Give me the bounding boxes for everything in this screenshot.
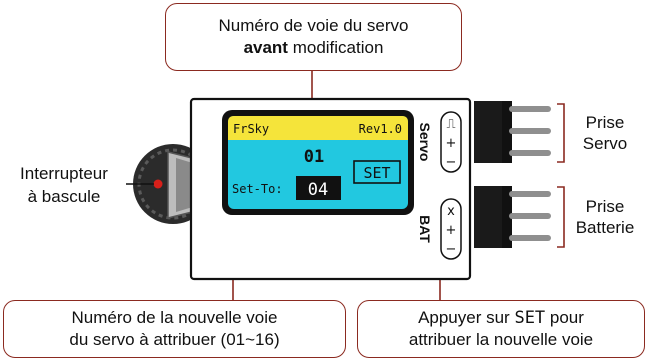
lcd-set-button-label[interactable]: SET bbox=[363, 164, 390, 182]
label-rocker-switch-line2: à bascule bbox=[27, 187, 101, 206]
lcd-brand: FrSky bbox=[233, 122, 269, 136]
set-button-frame[interactable] bbox=[353, 160, 401, 184]
callout-line2-rest: modification bbox=[287, 38, 384, 57]
servo-pin-legend bbox=[440, 111, 462, 173]
servo-signal-pin: ⎍ bbox=[446, 117, 455, 132]
lcd-header bbox=[228, 116, 408, 140]
callout-new-channel: Numéro de la nouvelle voie du servo à at… bbox=[3, 300, 346, 358]
callout-set-code: SET bbox=[514, 308, 546, 328]
callout-bold-word: avant bbox=[243, 38, 288, 57]
lcd-new-channel: 04 bbox=[308, 180, 328, 200]
side-label-bat: BAT bbox=[417, 215, 433, 243]
label-batt-line1: Prise bbox=[585, 197, 625, 216]
callout-current-channel-line2: avant modification bbox=[244, 37, 384, 59]
callout-set-line1: Appuyer sur SET pour bbox=[418, 308, 584, 328]
label-rocker-switch-line1: Interrupteur bbox=[20, 164, 108, 183]
servo-minus-pin: − bbox=[446, 155, 457, 170]
callout-new-channel-line2: du servo à attribuer (01~16) bbox=[69, 330, 280, 349]
bracket-servo bbox=[557, 103, 565, 163]
bat-minus-pin: − bbox=[446, 242, 457, 257]
callout-set-line2: attribuer la nouvelle voie bbox=[408, 330, 594, 349]
lcd-current-channel: 01 bbox=[304, 147, 324, 167]
servo-connector bbox=[474, 101, 551, 163]
callout-current-channel-line1: Numéro de voie du servo bbox=[218, 16, 409, 35]
lcd-screen bbox=[222, 110, 414, 215]
servo-plus-pin: + bbox=[446, 136, 457, 151]
lcd-revision: Rev1.0 bbox=[359, 122, 402, 136]
bat-signal-pin: x bbox=[447, 204, 455, 219]
battery-connector bbox=[474, 186, 551, 248]
label-servo-line2: Servo bbox=[582, 134, 628, 153]
bat-pin-legend bbox=[440, 198, 462, 260]
label-battery-plug: Prise Batterie bbox=[562, 196, 648, 238]
lcd-set-to-label: Set-To: bbox=[232, 182, 283, 196]
bracket-batt bbox=[557, 186, 565, 248]
label-servo-line1: Prise bbox=[585, 113, 625, 132]
callout-new-channel-line1: Numéro de la nouvelle voie bbox=[71, 308, 278, 327]
callout-set-button: Appuyer sur SET pour attribuer la nouvel… bbox=[357, 300, 645, 358]
callout-current-channel: Numéro de voie du servo avant modificati… bbox=[165, 3, 462, 71]
label-batt-line2: Batterie bbox=[575, 218, 635, 237]
new-channel-box bbox=[296, 176, 341, 200]
switch-marker-dot bbox=[153, 179, 163, 189]
label-rocker-switch: Interrupteur à bascule bbox=[2, 163, 126, 207]
side-label-servo: Servo bbox=[417, 123, 433, 162]
bat-plus-pin: + bbox=[446, 223, 457, 238]
label-servo-plug: Prise Servo bbox=[566, 112, 644, 154]
